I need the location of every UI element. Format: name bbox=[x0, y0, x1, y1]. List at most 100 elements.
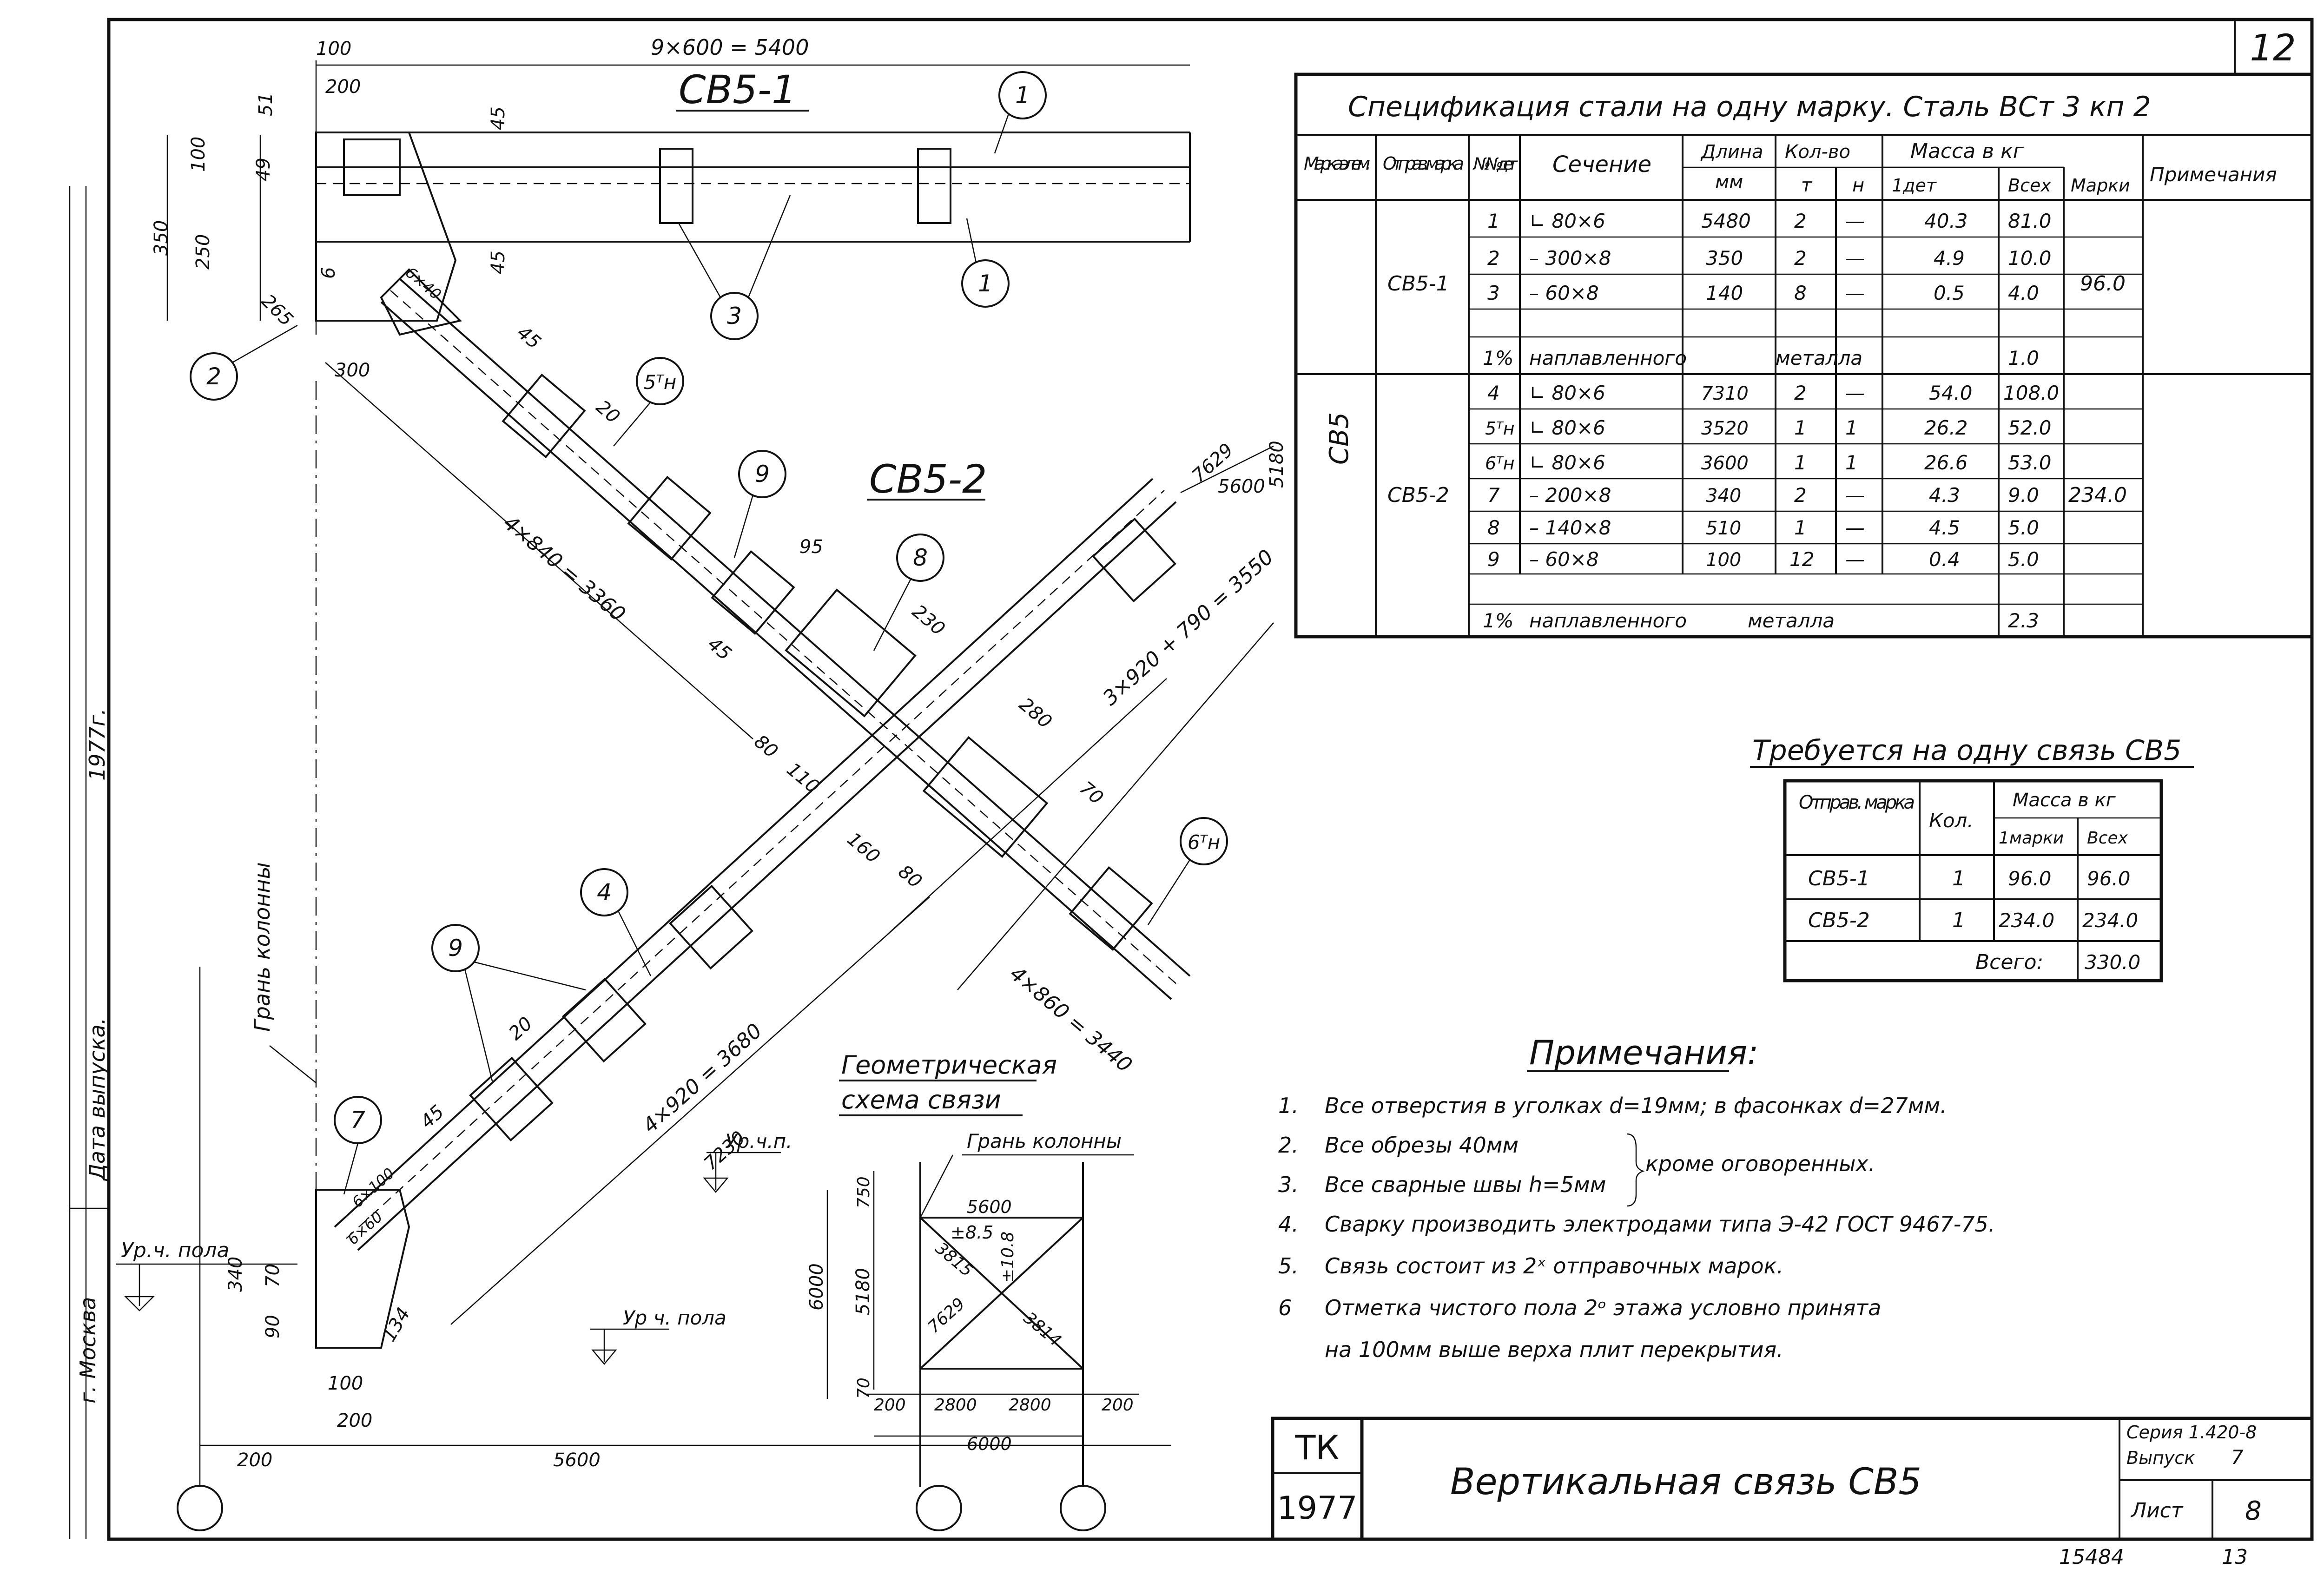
svg-text:±10.8: ±10.8 bbox=[998, 1232, 1017, 1283]
svg-text:Марка элем.: Марка элем. bbox=[1304, 153, 1371, 174]
svg-text:1: 1 bbox=[1952, 909, 1965, 932]
svg-text:6: 6 bbox=[318, 267, 339, 279]
svg-text:5600: 5600 bbox=[553, 1450, 601, 1471]
svg-text:наплавленного: наплавленного bbox=[1529, 347, 1687, 369]
svg-text:1: 1 bbox=[1845, 451, 1858, 474]
svg-text:26.6: 26.6 bbox=[1924, 451, 1968, 474]
svg-text:250: 250 bbox=[192, 234, 214, 270]
svg-text:Всех: Всех bbox=[2008, 175, 2051, 196]
svg-text:5600: 5600 bbox=[1218, 476, 1265, 497]
svg-text:5600: 5600 bbox=[967, 1197, 1012, 1217]
svg-text:0.5: 0.5 bbox=[1934, 282, 1965, 304]
sheet-frame bbox=[107, 18, 2314, 1541]
svg-text:234.0: 234.0 bbox=[1999, 909, 2054, 932]
spec-title: Спецификация стали на одну марку. Сталь … bbox=[1348, 91, 2151, 123]
sv5-1-title: СВ5-1 bbox=[679, 67, 796, 112]
svg-text:8: 8 bbox=[2245, 1496, 2262, 1526]
svg-text:5.: 5. bbox=[1278, 1253, 1299, 1278]
callout-4: 4 bbox=[580, 868, 652, 976]
required-table bbox=[1783, 779, 2163, 982]
svg-text:2: 2 bbox=[1794, 247, 1807, 270]
svg-text:2: 2 bbox=[1794, 484, 1807, 507]
svg-text:350: 350 bbox=[1706, 247, 1743, 270]
svg-text:Лист: Лист bbox=[2130, 1499, 2184, 1522]
callout-2: 2 bbox=[190, 324, 298, 401]
callout-1a: 1 bbox=[994, 71, 1047, 154]
svg-text:—: — bbox=[1845, 382, 1865, 404]
axis-marker-right bbox=[1060, 1485, 1106, 1531]
callout-7: 7 bbox=[334, 1096, 382, 1195]
svg-text:54.0: 54.0 bbox=[1929, 382, 1973, 404]
svg-text:±8.5: ±8.5 bbox=[951, 1222, 993, 1243]
svg-text:Все обрезы 40мм: Все обрезы 40мм bbox=[1325, 1133, 1519, 1158]
svg-text:—: — bbox=[1845, 282, 1865, 304]
svg-text:Длина: Длина bbox=[1700, 141, 1763, 163]
svg-text:52.0: 52.0 bbox=[2008, 416, 2052, 439]
svg-text:4.0: 4.0 bbox=[2008, 282, 2039, 304]
svg-text:3815: 3815 bbox=[931, 1239, 977, 1280]
svg-text:70: 70 bbox=[262, 1264, 284, 1287]
svg-text:280: 280 bbox=[1015, 693, 1056, 732]
left-city: г. Москва bbox=[75, 1297, 100, 1404]
left-date-label: Дата выпуска. bbox=[85, 1018, 110, 1181]
svg-text:1%: 1% bbox=[1483, 347, 1514, 369]
svg-text:Ур ч. пола: Ур ч. пола bbox=[623, 1306, 726, 1329]
svg-text:4.9: 4.9 bbox=[1934, 247, 1965, 270]
svg-text:на 100мм выше верха плит перек: на 100мм выше верха плит перекрытия. bbox=[1325, 1337, 1783, 1362]
spec-group-1: СВ5-1 96.0 1 ∟ 80×6 5480 2 — 40.3 81.0 2… bbox=[1387, 210, 2126, 369]
geom-scheme bbox=[916, 1162, 1084, 1531]
svg-text:5180: 5180 bbox=[852, 1268, 874, 1315]
svg-text:110: 110 bbox=[783, 758, 824, 797]
svg-text:200: 200 bbox=[337, 1410, 372, 1431]
svg-text:234.0: 234.0 bbox=[2068, 483, 2127, 507]
svg-text:7310: 7310 bbox=[1701, 383, 1749, 404]
svg-text:5ᵀн: 5ᵀн bbox=[1485, 418, 1515, 439]
svg-text:Всех: Всех bbox=[2087, 829, 2128, 848]
svg-text:Масса в кг: Масса в кг bbox=[1910, 139, 2024, 163]
svg-text:51: 51 bbox=[255, 92, 277, 116]
svg-text:4.5: 4.5 bbox=[1929, 516, 1960, 539]
dim-top-total: 9×600 = 5400 bbox=[651, 35, 809, 60]
svg-text:0.4: 0.4 bbox=[1929, 548, 1960, 571]
svg-text:20: 20 bbox=[592, 396, 624, 428]
svg-text:9: 9 bbox=[1487, 548, 1500, 571]
svg-text:230: 230 bbox=[908, 600, 949, 639]
svg-text:26.2: 26.2 bbox=[1924, 416, 1968, 439]
callout-6tn: 6ᵀн bbox=[1147, 817, 1228, 925]
svg-text:100: 100 bbox=[316, 38, 351, 59]
callout-9b: 9 bbox=[431, 924, 586, 1083]
svg-text:∟ 80×6: ∟ 80×6 bbox=[1529, 416, 1605, 439]
svg-text:5180: 5180 bbox=[1266, 441, 1287, 488]
svg-text:12: 12 bbox=[1789, 548, 1814, 571]
dim-4x920: 4×920 = 3680 bbox=[638, 1019, 766, 1138]
svg-text:200: 200 bbox=[325, 76, 361, 98]
spec-table bbox=[1294, 72, 2314, 639]
svg-text:80: 80 bbox=[894, 861, 926, 892]
svg-text:1марки: 1марки bbox=[1999, 829, 2064, 848]
svg-text:1: 1 bbox=[1794, 451, 1807, 474]
callout-3: 3 bbox=[678, 195, 791, 340]
callout-1b: 1 bbox=[961, 218, 1010, 308]
svg-text:70: 70 bbox=[1076, 777, 1108, 809]
svg-text:т: т bbox=[1801, 175, 1813, 196]
svg-text:1: 1 bbox=[1845, 416, 1858, 439]
svg-text:Отправ. марка: Отправ. марка bbox=[1383, 153, 1464, 174]
svg-text:9: 9 bbox=[448, 935, 463, 962]
svg-text:3814: 3814 bbox=[1020, 1308, 1065, 1350]
svg-text:234.0: 234.0 bbox=[2082, 909, 2138, 932]
svg-text:340: 340 bbox=[1706, 485, 1741, 507]
geom-col-face: Грань колонны bbox=[967, 1130, 1122, 1153]
svg-text:100: 100 bbox=[188, 137, 209, 172]
svg-text:45: 45 bbox=[488, 106, 509, 130]
svg-text:1: 1 bbox=[978, 270, 993, 297]
svg-text:90: 90 bbox=[262, 1315, 284, 1338]
svg-text:1: 1 bbox=[1794, 516, 1807, 539]
svg-text:3.: 3. bbox=[1278, 1172, 1299, 1197]
svg-text:– 140×8: – 140×8 bbox=[1529, 516, 1611, 539]
svg-text:200: 200 bbox=[237, 1450, 272, 1471]
svg-text:4.: 4. bbox=[1278, 1212, 1299, 1237]
svg-text:6×40: 6×40 bbox=[402, 264, 445, 303]
svg-text:– 300×8: – 300×8 bbox=[1529, 247, 1611, 270]
svg-text:Масса в кг: Масса в кг bbox=[2013, 790, 2116, 811]
svg-text:наплавленного: наплавленного bbox=[1529, 609, 1687, 632]
